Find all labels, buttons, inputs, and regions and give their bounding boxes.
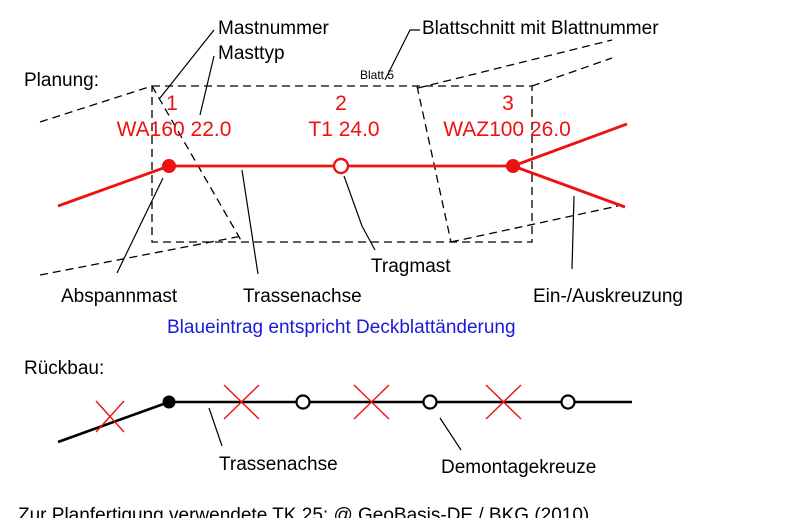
mast-1-number: 1 <box>166 92 178 115</box>
mast-1-symbol <box>162 159 176 173</box>
mast-1-label: WA160 22.0 <box>117 118 232 141</box>
sheet-cut-annotation: Blattschnitt mit Blattnummer <box>422 18 659 39</box>
route-axis-annotation: Trassenachse <box>243 286 362 307</box>
planung-section-label: Planung: <box>24 70 99 91</box>
dead-end-mast-annotation: Abspannmast <box>61 286 178 307</box>
mast-type-annotation: Masttyp <box>218 43 285 64</box>
blue-entry-note: Blaueintrag entspricht Deckblattänderung <box>167 317 516 338</box>
rueckbau-section-label: Rückbau: <box>24 358 104 379</box>
dismantling-crosses-annotation: Demontagekreuze <box>441 457 596 478</box>
bottom-leader-lines <box>116 169 575 275</box>
mast-2-symbol <box>332 157 350 175</box>
mast-3-symbol <box>506 159 520 173</box>
rueckbau-mast-2 <box>422 394 438 410</box>
sheet-cut-frame <box>39 39 619 276</box>
suspension-mast-annotation: Tragmast <box>371 256 451 277</box>
sheet-number-label: Blatt 5 <box>360 68 394 82</box>
rueckbau-leader-lines <box>208 407 462 451</box>
mast-2-number: 2 <box>335 92 347 115</box>
mast-3-label: WAZ100 26.0 <box>443 118 571 141</box>
mast-3-number: 3 <box>502 92 514 115</box>
rueckbau-route-axis-annotation: Trassenachse <box>219 454 338 475</box>
mast-number-annotation: Mastnummer <box>218 18 330 39</box>
top-leader-lines <box>159 29 420 116</box>
rueckbau-mast-1 <box>295 394 311 410</box>
mast-2-label: T1 24.0 <box>308 118 379 141</box>
dismantle-route <box>57 400 632 444</box>
rueckbau-mast-dead-end <box>162 395 176 409</box>
rueckbau-mast-3 <box>560 394 576 410</box>
crossing-annotation: Ein-/Auskreuzung <box>533 286 683 307</box>
dismantling-crosses <box>95 384 522 433</box>
footer-source-note: Zur Planfertigung verwendete TK 25: @ Ge… <box>18 505 589 518</box>
